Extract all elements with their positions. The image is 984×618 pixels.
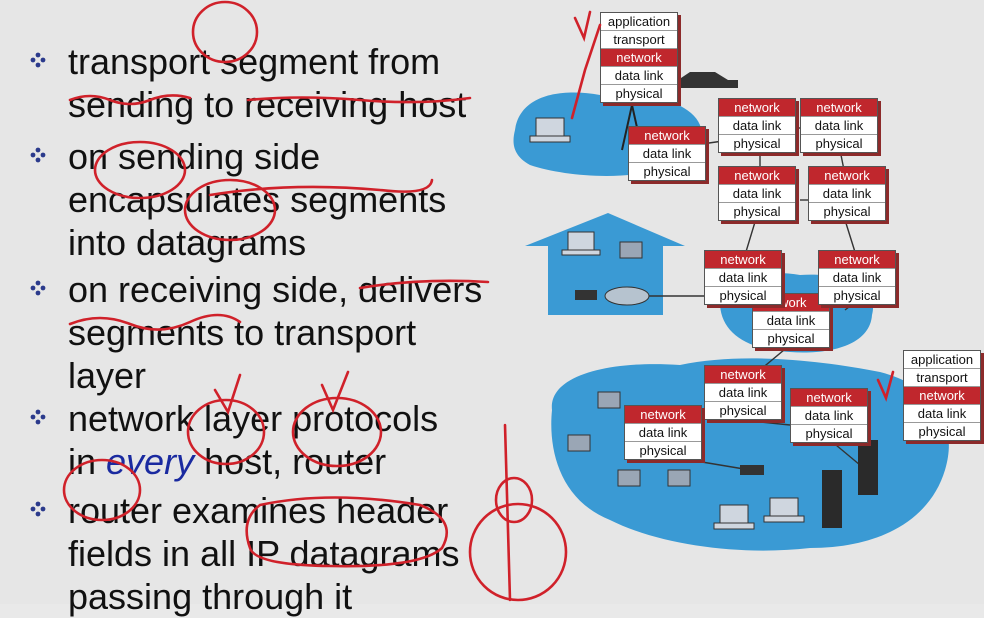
layer-physical: physical bbox=[625, 441, 701, 459]
layer-network: network bbox=[625, 406, 701, 423]
router-protocol-stack: network data link physical bbox=[628, 126, 706, 181]
layer-data-link: data link bbox=[801, 116, 877, 134]
bullet-item: on receiving side, delivers segments to … bbox=[22, 268, 482, 397]
layer-data-link: data link bbox=[791, 406, 867, 424]
layer-data-link: data link bbox=[809, 184, 885, 202]
layer-network: network bbox=[705, 366, 781, 383]
router-protocol-stack: network data link physical bbox=[808, 166, 886, 221]
server-icon bbox=[822, 440, 878, 528]
layer-data-link: data link bbox=[601, 66, 677, 84]
layer-application: application bbox=[607, 14, 671, 29]
router-protocol-stack: network data link physical bbox=[718, 98, 796, 153]
layer-data-link: data link bbox=[625, 423, 701, 441]
layer-network: network bbox=[791, 389, 867, 406]
slide: transport segment from sending to receiv… bbox=[22, 0, 981, 617]
router-protocol-stack: network data link physical bbox=[800, 98, 878, 153]
layer-physical: physical bbox=[719, 134, 795, 152]
layer-physical: physical bbox=[753, 329, 829, 347]
router-protocol-stack: network data link physical bbox=[704, 365, 782, 420]
layer-physical: physical bbox=[719, 202, 795, 220]
host-protocol-stack: application transport network data link … bbox=[903, 350, 981, 441]
layer-physical: physical bbox=[705, 286, 781, 304]
layer-data-link: data link bbox=[819, 268, 895, 286]
layer-physical: physical bbox=[809, 202, 885, 220]
router-protocol-stack: network data link physical bbox=[704, 250, 782, 305]
router-protocol-stack: network data link physical bbox=[818, 250, 896, 305]
layer-physical: physical bbox=[904, 422, 980, 440]
layer-data-link: data link bbox=[705, 268, 781, 286]
layer-network: network bbox=[819, 251, 895, 268]
diamond-bullet-icon bbox=[30, 147, 46, 163]
layer-physical: physical bbox=[819, 286, 895, 304]
layer-data-link: data link bbox=[753, 311, 829, 329]
router-protocol-stack: twork data link physical bbox=[752, 293, 830, 348]
layer-transport: transport bbox=[601, 30, 677, 48]
diamond-bullet-icon bbox=[30, 52, 46, 68]
diamond-bullet-icon bbox=[30, 409, 46, 425]
home-network-house bbox=[525, 213, 685, 315]
car-icon bbox=[675, 72, 738, 88]
layer-physical: physical bbox=[705, 401, 781, 419]
layer-application: application bbox=[910, 352, 974, 367]
diamond-bullet-icon bbox=[30, 501, 46, 517]
bullet-line: layer bbox=[68, 355, 147, 396]
layer-data-link: data link bbox=[629, 144, 705, 162]
router-protocol-stack: network data link physical bbox=[624, 405, 702, 460]
router-icon bbox=[604, 286, 650, 306]
layer-physical: physical bbox=[601, 84, 677, 102]
layer-data-link: data link bbox=[904, 404, 980, 422]
layer-data-link: data link bbox=[719, 116, 795, 134]
layer-physical: physical bbox=[801, 134, 877, 152]
layer-network: network bbox=[719, 99, 795, 116]
layer-network: network bbox=[719, 167, 795, 184]
layer-network: network bbox=[809, 167, 885, 184]
layer-network: network bbox=[705, 251, 781, 268]
access-point-icon bbox=[575, 290, 597, 300]
access-point-icon bbox=[740, 465, 764, 475]
layer-physical: physical bbox=[791, 424, 867, 442]
layer-transport: transport bbox=[904, 368, 980, 386]
layer-data-link: data link bbox=[719, 184, 795, 202]
router-protocol-stack: network data link physical bbox=[718, 166, 796, 221]
layer-network: network bbox=[904, 386, 980, 404]
laptop-icon bbox=[529, 117, 805, 530]
router-protocol-stack: network data link physical bbox=[790, 388, 868, 443]
layer-data-link: data link bbox=[705, 383, 781, 401]
bullet-line: on receiving side, delivers bbox=[68, 269, 483, 310]
diamond-bullet-icon bbox=[30, 280, 46, 296]
layer-physical: physical bbox=[629, 162, 705, 180]
layer-network: network bbox=[801, 99, 877, 116]
host-protocol-stack: application transport network data link … bbox=[600, 12, 678, 103]
layer-network: network bbox=[601, 48, 677, 66]
desktop-icon bbox=[567, 241, 691, 487]
layer-network: network bbox=[629, 127, 705, 144]
